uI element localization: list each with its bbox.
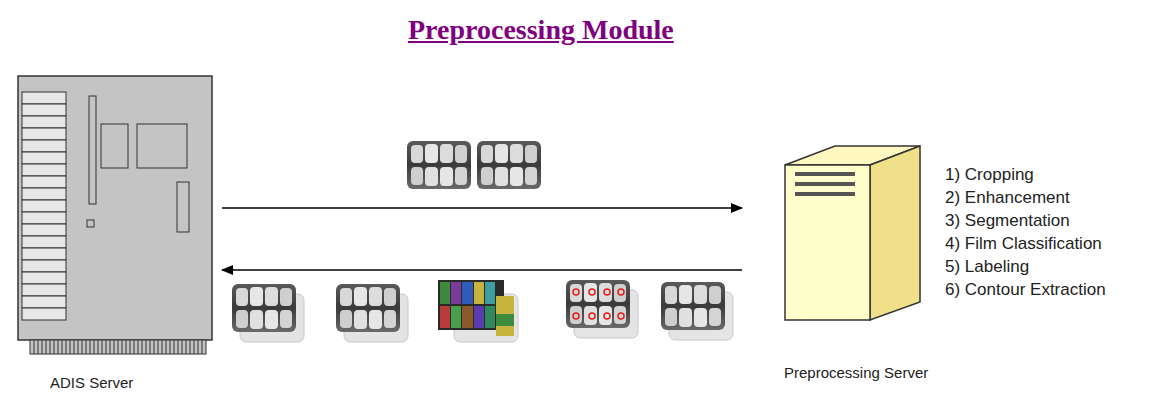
result-thumbnails bbox=[232, 280, 733, 342]
step-item: 2) Enhancement bbox=[945, 188, 1070, 208]
transfer-arrow bbox=[222, 207, 742, 209]
server-node: Preprocessing Server bbox=[746, 120, 990, 392]
step-item: 1) Cropping bbox=[945, 165, 1034, 185]
transfer-arrow bbox=[222, 269, 742, 271]
step-item: 4) Film Classification bbox=[945, 234, 1102, 254]
step-item: 6) Contour Extraction bbox=[945, 280, 1106, 300]
step-item: 3) Segmentation bbox=[945, 211, 1070, 231]
step-item: 5) Labeling bbox=[945, 257, 1029, 277]
server-label: Preprocessing Server bbox=[784, 364, 928, 381]
adis-server-icon bbox=[18, 76, 212, 354]
preprocessing-server-icon bbox=[785, 146, 920, 320]
xray-thumbnails bbox=[407, 141, 541, 189]
server-label: ADIS Server bbox=[50, 374, 133, 391]
adis-server-node: ADIS Server bbox=[14, 72, 218, 398]
diagram-title: Preprocessing Module bbox=[408, 14, 674, 46]
